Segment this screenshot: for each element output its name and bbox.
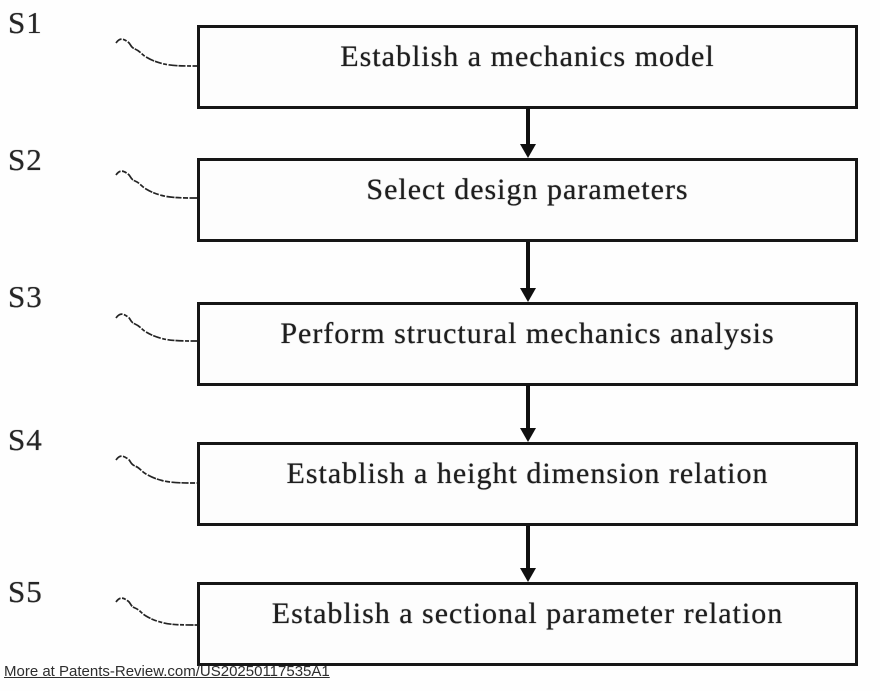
squiggle-connector-icon xyxy=(115,455,198,484)
flow-box-text: Establish a sectional parameter relation xyxy=(271,597,784,630)
squiggle-connector-icon xyxy=(115,313,198,342)
flow-box-s2: Select design parameters xyxy=(197,158,858,242)
flow-box-s1: Establish a mechanics model xyxy=(197,25,858,109)
step-label-s1: S1 xyxy=(8,5,43,40)
squiggle-connector-icon xyxy=(115,38,198,67)
flow-box-text: Establish a height dimension relation xyxy=(286,457,769,490)
arrow-shaft xyxy=(526,526,530,571)
squiggle-connector-icon xyxy=(115,597,198,626)
footer-link[interactable]: More at Patents-Review.com/US20250117535… xyxy=(4,663,330,680)
arrow-head xyxy=(520,568,536,582)
arrow-shaft xyxy=(526,385,530,431)
arrow-head xyxy=(520,428,536,442)
flow-box-text: Select design parameters xyxy=(366,173,689,206)
flow-box-text: Establish a mechanics model xyxy=(340,40,715,73)
step-label-s3: S3 xyxy=(8,279,43,314)
step-label-s5: S5 xyxy=(8,574,43,609)
down-arrow-icon xyxy=(518,242,538,302)
arrow-shaft xyxy=(526,242,530,291)
flow-box-s4: Establish a height dimension relation xyxy=(197,442,858,526)
flow-box-s5: Establish a sectional parameter relation xyxy=(197,582,858,666)
step-label-s2: S2 xyxy=(8,142,43,177)
step-label-s4: S4 xyxy=(8,422,43,457)
arrow-head xyxy=(520,144,536,158)
arrow-shaft xyxy=(526,108,530,147)
down-arrow-icon xyxy=(518,526,538,582)
squiggle-connector-icon xyxy=(115,170,198,199)
flow-box-s3: Perform structural mechanics analysis xyxy=(197,302,858,386)
down-arrow-icon xyxy=(518,385,538,442)
flow-box-text: Perform structural mechanics analysis xyxy=(280,317,775,350)
down-arrow-icon xyxy=(518,108,538,158)
arrow-head xyxy=(520,288,536,302)
